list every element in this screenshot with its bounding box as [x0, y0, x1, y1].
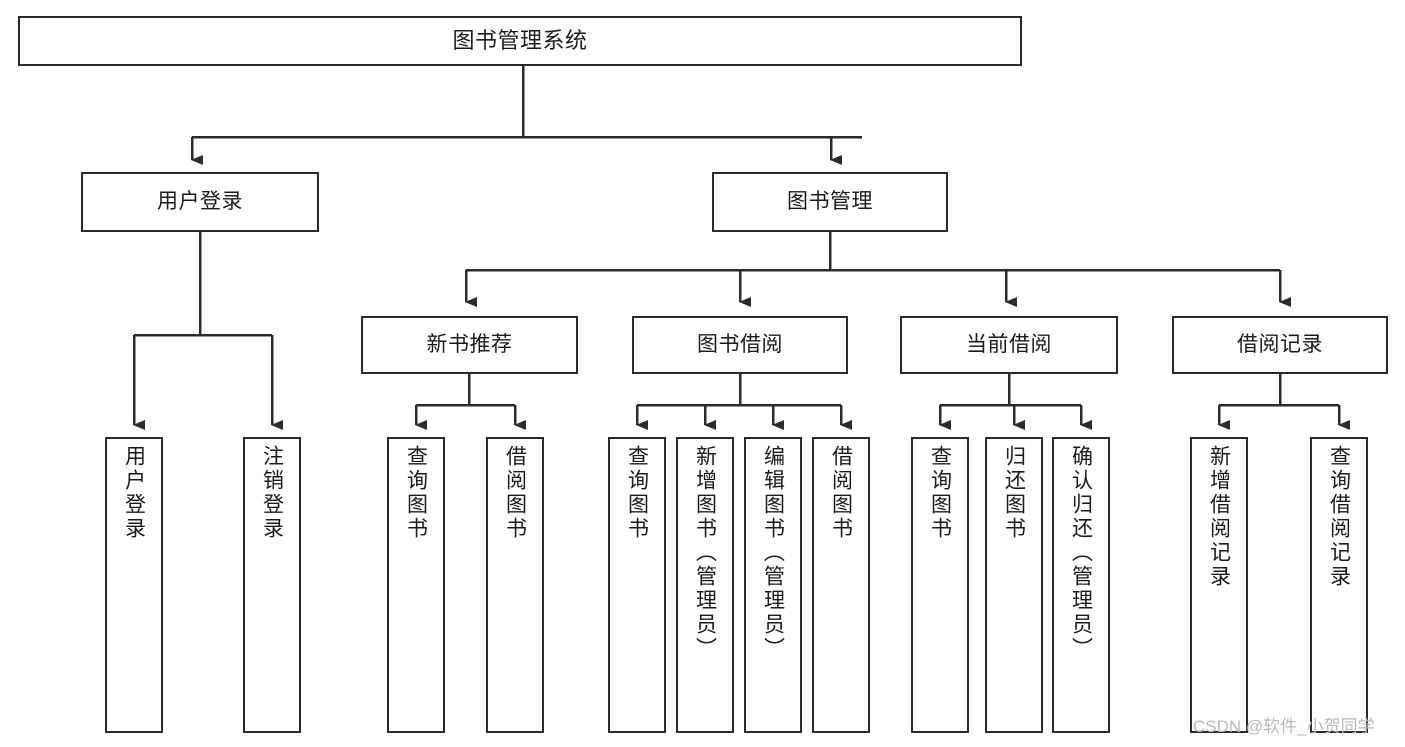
- node-label: 归还图书: [1002, 445, 1026, 541]
- node-leaf-logout-login[interactable]: 注销登录: [243, 437, 301, 733]
- watermark-text: CSDN @软件_小贺同学: [1193, 717, 1375, 736]
- node-label: 新书推荐: [426, 332, 513, 356]
- node-leaf-confirm-return-admin[interactable]: 确认归还（管理员）: [1052, 437, 1110, 733]
- node-leaf-query-book-1[interactable]: 查询图书: [387, 437, 445, 733]
- node-label: 图书管理系统: [452, 28, 588, 54]
- node-user-login[interactable]: 用户登录: [81, 172, 319, 232]
- node-label: 查询图书: [404, 445, 428, 541]
- node-label: 用户登录: [157, 189, 243, 213]
- node-book-borrow[interactable]: 图书借阅: [632, 316, 848, 374]
- node-leaf-query-book-2[interactable]: 查询图书: [608, 437, 666, 733]
- node-leaf-borrow-book-2[interactable]: 借阅图书: [812, 437, 870, 733]
- node-label: 查询图书: [625, 445, 649, 541]
- node-label: 查询借阅记录: [1327, 445, 1351, 589]
- node-new-book-recommend[interactable]: 新书推荐: [361, 316, 578, 374]
- node-label: 编辑图书（管理员）: [761, 445, 785, 661]
- node-leaf-add-book-admin[interactable]: 新增图书（管理员）: [676, 437, 734, 733]
- node-label: 新增借阅记录: [1207, 445, 1231, 589]
- node-borrow-record[interactable]: 借阅记录: [1172, 316, 1388, 374]
- node-label: 查询图书: [928, 445, 952, 541]
- node-label: 图书管理: [787, 189, 873, 213]
- node-leaf-add-borrow-record[interactable]: 新增借阅记录: [1190, 437, 1248, 733]
- node-label: 用户登录: [122, 445, 146, 541]
- node-label: 图书借阅: [697, 332, 783, 356]
- node-label: 新增图书（管理员）: [693, 445, 717, 661]
- node-label: 借阅记录: [1237, 332, 1323, 356]
- node-leaf-query-book-3[interactable]: 查询图书: [911, 437, 969, 733]
- node-root-system[interactable]: 图书管理系统: [18, 16, 1022, 66]
- node-label: 注销登录: [260, 445, 284, 541]
- node-leaf-return-book[interactable]: 归还图书: [985, 437, 1043, 733]
- node-book-manage[interactable]: 图书管理: [712, 172, 948, 232]
- node-label: 确认归还（管理员）: [1069, 445, 1093, 661]
- node-leaf-borrow-book-1[interactable]: 借阅图书: [486, 437, 544, 733]
- node-label: 当前借阅: [966, 332, 1052, 356]
- node-leaf-user-login[interactable]: 用户登录: [105, 437, 163, 733]
- node-leaf-query-borrow-record[interactable]: 查询借阅记录: [1310, 437, 1368, 733]
- node-label: 借阅图书: [829, 445, 853, 541]
- node-leaf-edit-book-admin[interactable]: 编辑图书（管理员）: [744, 437, 802, 733]
- node-current-borrow[interactable]: 当前借阅: [900, 316, 1118, 374]
- node-label: 借阅图书: [503, 445, 527, 541]
